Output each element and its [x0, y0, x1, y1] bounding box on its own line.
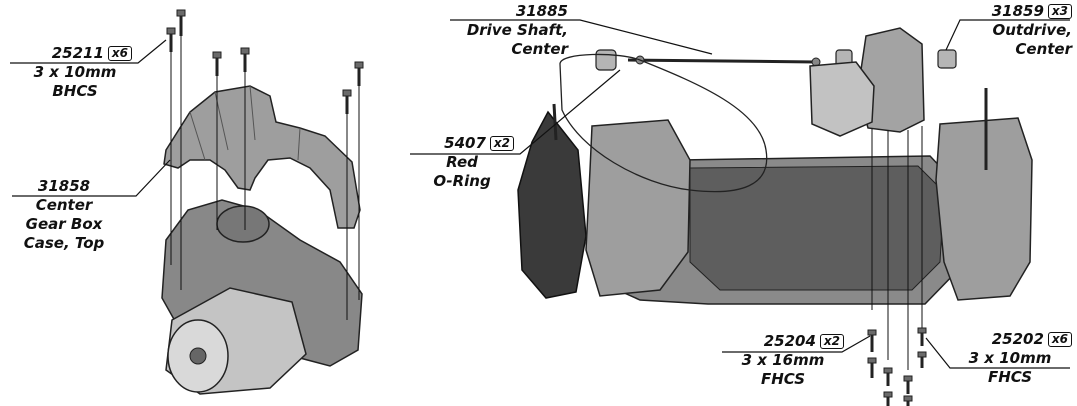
part-description: Center — [511, 40, 568, 58]
part-description: Center — [1015, 40, 1072, 58]
chassis-guide-lines — [871, 126, 923, 370]
quantity-badge: x2 — [819, 334, 844, 349]
fhcs-screws — [867, 327, 927, 406]
part-description: 3 x 10mm — [968, 349, 1052, 367]
leader-25202 — [925, 337, 1070, 369]
quantity-badge: x2 — [489, 136, 514, 151]
part-description: FHCS — [987, 368, 1033, 386]
part-number: 31859 — [991, 2, 1044, 20]
part-description: O-Ring — [433, 172, 491, 190]
part-description: Gear Box — [25, 215, 103, 233]
part-number: 31858 — [37, 177, 91, 195]
front-wheel — [517, 110, 587, 299]
part-number: 5407 — [444, 134, 486, 152]
part-description: Drive Shaft, — [466, 21, 568, 39]
part-description: FHCS — [760, 370, 806, 388]
part-description: Red — [446, 153, 478, 171]
leader-31858 — [12, 159, 171, 197]
leader-31885 — [450, 19, 713, 55]
gear-box-assembly — [10, 9, 364, 395]
part-number: 25211 — [51, 44, 104, 62]
center-motor — [809, 61, 875, 137]
part-description: 3 x 10mm — [33, 63, 117, 81]
leader-31859 — [945, 19, 1070, 51]
part-number: 25202 — [991, 330, 1044, 348]
part-description: BHCS — [52, 82, 98, 100]
callout-31885: 31885 Drive Shaft, Center — [440, 2, 568, 59]
leader-25211 — [10, 39, 167, 64]
quantity-badge: x6 — [1047, 332, 1072, 347]
part-number: 31885 — [515, 2, 568, 20]
gear-box-case-top — [163, 85, 361, 229]
bhcs-screws — [166, 9, 364, 114]
part-description: Outdrive, — [992, 21, 1072, 39]
front-suspension — [585, 119, 691, 297]
callout-31858: 31858 Center Gear Box Case, Top — [8, 177, 120, 253]
part-description: 3 x 16mm — [741, 351, 825, 369]
leader-5407 — [410, 69, 621, 155]
part-description: Case, Top — [23, 234, 105, 252]
part-description: Center — [35, 196, 93, 214]
quantity-badge: x3 — [1047, 4, 1072, 19]
leader-25204 — [722, 335, 871, 353]
part-number: 25204 — [763, 332, 816, 350]
quantity-badge: x6 — [107, 46, 132, 61]
pinion-gear — [216, 205, 270, 243]
guide-lines — [170, 36, 360, 320]
chassis-assembly — [410, 19, 1070, 406]
rear-suspension — [935, 117, 1033, 301]
red-o-ring — [559, 53, 768, 193]
